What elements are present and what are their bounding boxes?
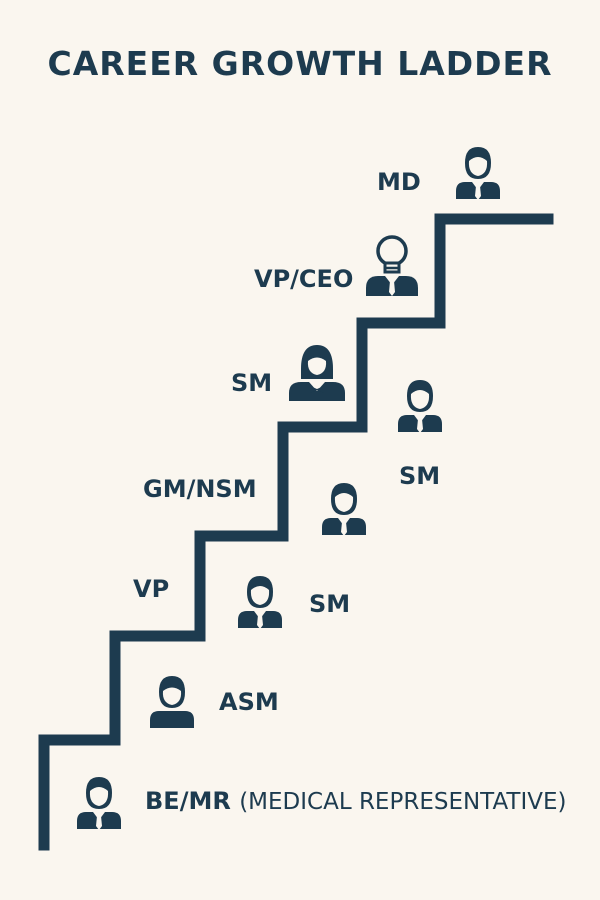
level-vp-label: VP xyxy=(133,575,170,603)
person-icon xyxy=(150,676,194,728)
level-sm-label-3: SM xyxy=(231,369,273,397)
person-female-icon xyxy=(289,345,345,401)
staircase xyxy=(38,213,554,851)
level-asm-label: ASM xyxy=(219,688,279,716)
person-tie-icon xyxy=(398,380,442,433)
level-vp-ceo-label: VP/CEO xyxy=(254,265,354,293)
person-tie-icon xyxy=(456,147,500,200)
level-gm-nsm-label: GM/NSM xyxy=(143,475,257,503)
level-be-mr-label: BE/MR (MEDICAL REPRESENTATIVE) xyxy=(145,787,567,815)
level-sm-label-1: SM xyxy=(309,590,351,618)
level-sm-label-2: SM xyxy=(399,462,441,490)
page-title: CAREER GROWTH LADDER xyxy=(47,44,553,83)
level-md-label: MD xyxy=(377,168,421,196)
person-tie-icon xyxy=(77,777,121,830)
person-lightbulb-icon xyxy=(364,235,420,298)
person-tie-icon xyxy=(238,576,282,629)
person-tie-icon xyxy=(322,483,366,536)
